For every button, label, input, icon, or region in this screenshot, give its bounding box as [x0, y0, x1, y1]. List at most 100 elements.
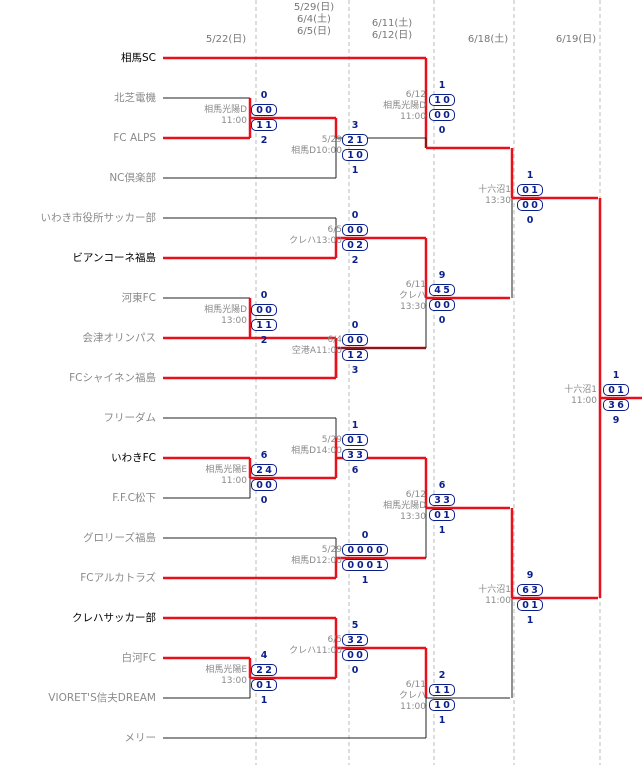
total-score: 0 [260, 495, 268, 506]
total-score: 6 [351, 465, 359, 476]
total-score: 1 [526, 615, 534, 626]
total-score: 1 [351, 420, 359, 431]
total-score: 0 [351, 210, 359, 221]
total-score: 1 [260, 695, 268, 706]
total-score: 0 [526, 215, 534, 226]
total-score: 0 [361, 530, 369, 541]
team-name: FC ALPS [113, 132, 156, 144]
total-score: 1 [361, 575, 369, 586]
total-score: 2 [260, 135, 268, 146]
round-date-4: 6/18(土) [467, 34, 509, 45]
total-score: 0 [260, 90, 268, 101]
total-score: 5 [351, 620, 359, 631]
team-name: 会津オリンパス [82, 332, 157, 344]
team-name: フリーダム [103, 412, 157, 424]
total-score: 3 [351, 120, 359, 131]
round-date-2: 5/29(日)6/4(土)6/5(日) [293, 2, 335, 37]
total-score: 6 [260, 450, 268, 461]
total-score: 4 [260, 650, 268, 661]
total-score: 1 [351, 165, 359, 176]
team-name: 北芝電機 [114, 92, 156, 104]
team-name: FCシャイネン福島 [69, 372, 156, 384]
round-date-5: 6/19(日) [555, 34, 597, 45]
total-score: 1 [612, 370, 620, 381]
round-date-3: 6/11(土)6/12(日) [371, 18, 413, 41]
total-score: 1 [438, 715, 446, 726]
team-name: メリー [124, 732, 157, 744]
team-name: 相馬SC [121, 52, 156, 64]
round-date-1: 5/22(日) [205, 34, 247, 45]
team-name: VIORET'S信夫DREAM [48, 692, 156, 704]
total-score: 0 [351, 665, 359, 676]
total-score: 2 [351, 255, 359, 266]
team-name: 白河FC [121, 652, 156, 664]
total-score: 9 [438, 270, 446, 281]
total-score: 1 [526, 170, 534, 181]
team-name: FCアルカトラズ [80, 572, 156, 584]
team-name: クレハサッカー部 [72, 612, 156, 624]
total-score: 6 [438, 480, 446, 491]
team-name: NC倶楽部 [109, 172, 156, 184]
total-score: 2 [438, 670, 446, 681]
total-score: 0 [438, 125, 446, 136]
total-score: 3 [351, 365, 359, 376]
team-name: 河東FC [121, 292, 156, 304]
total-score: 9 [612, 415, 620, 426]
team-name: グロリーズ福島 [83, 532, 156, 544]
team-name: いわき市役所サッカー部 [40, 212, 157, 224]
total-score: 2 [260, 335, 268, 346]
total-score: 9 [526, 570, 534, 581]
team-name: F.F.C松下 [112, 492, 156, 504]
team-name: ビアンコーネ福島 [72, 252, 156, 264]
total-score: 1 [438, 525, 446, 536]
total-score: 0 [351, 320, 359, 331]
total-score: 1 [438, 80, 446, 91]
